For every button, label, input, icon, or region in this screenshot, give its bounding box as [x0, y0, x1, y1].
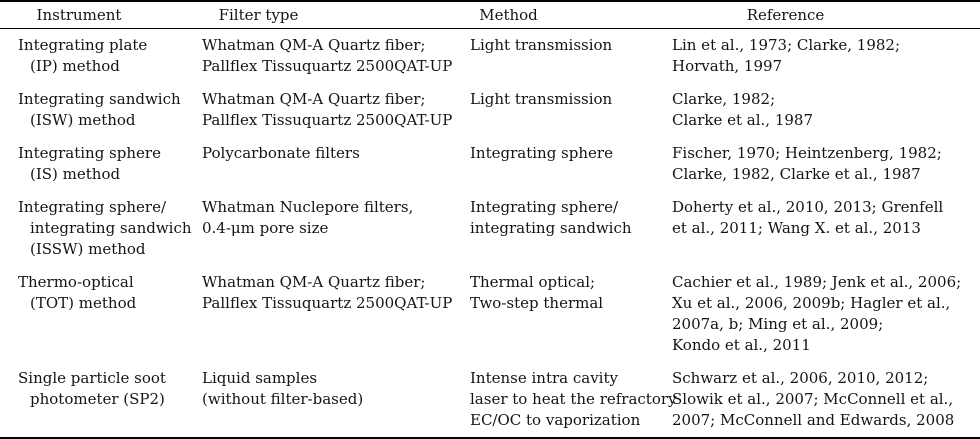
- table-header: Instrument Filter type Method Reference: [0, 1, 980, 29]
- column-header-instrument: Instrument: [0, 1, 202, 29]
- cell-instrument: Integrating plate (IP) method: [0, 29, 202, 84]
- cell-line: 2007a, b; Ming et al., 2009;: [672, 315, 884, 333]
- table-row: Integrating sandwich (ISW) method Whatman …: [0, 83, 980, 137]
- column-header-reference: Reference: [672, 1, 980, 29]
- cell-method: Integrating sphere: [470, 137, 672, 191]
- cell-instrument: Single particle soot photometer (SP2): [0, 362, 202, 438]
- cell-line: Light transmission: [470, 36, 613, 54]
- cell-line: Pallflex Tissuquartz 2500QAT-UP: [202, 294, 453, 312]
- cell-method: Integrating sphere/integrating sandwich: [470, 191, 672, 266]
- cell-instrument: Thermo-optical (TOT) method: [0, 266, 202, 362]
- cell-line: Kondo et al., 2011: [672, 336, 811, 354]
- table-row: Thermo-optical (TOT) method Whatman QM-A Q…: [0, 266, 980, 362]
- cell-line: Whatman QM-A Quartz fiber;: [202, 36, 426, 54]
- cell-reference: Lin et al., 1973; Clarke, 1982; Horvath, …: [672, 29, 980, 84]
- cell-reference: Fischer, 1970; Heintzenberg, 1982; Clarke…: [672, 137, 980, 191]
- cell-line: Clarke, 1982, Clarke et al., 1987: [672, 165, 921, 183]
- cell-instrument: Integrating sandwich (ISW) method: [0, 83, 202, 137]
- cell-line: Slowik et al., 2007; McConnell et al.,: [672, 390, 954, 408]
- cell-line: Fischer, 1970; Heintzenberg, 1982;: [672, 144, 942, 162]
- table-row: Single particle soot photometer (SP2) Liqu…: [0, 362, 980, 438]
- cell-line: photometer (SP2): [30, 390, 165, 408]
- cell-line: Integrating sphere: [470, 144, 613, 162]
- cell-line: EC/OC to vaporization: [470, 411, 641, 429]
- cell-line: Intense intra cavity: [470, 369, 618, 387]
- cell-line: Integrating sphere/: [470, 198, 619, 216]
- cell-line: (without filter-based): [202, 390, 364, 408]
- cell-line: Doherty et al., 2010, 2013; Grenfell: [672, 198, 944, 216]
- cell-method: Intense intra cavity laser to heat the re…: [470, 362, 677, 438]
- cell-line: Integrating sphere/: [18, 198, 167, 216]
- cell-line: Clarke et al., 1987: [672, 111, 814, 129]
- cell-line: Clarke, 1982;: [672, 90, 776, 108]
- cell-line: Schwarz et al., 2006, 2010, 2012;: [672, 369, 929, 387]
- cell-line: Pallflex Tissuquartz 2500QAT-UP: [202, 111, 453, 129]
- cell-line: Whatman Nuclepore filters,: [202, 198, 414, 216]
- cell-line: laser to heat the refractory: [470, 390, 677, 408]
- cell-line: (IS) method: [30, 165, 121, 183]
- cell-line: Polycarbonate filters: [202, 144, 360, 162]
- cell-reference: Clarke, 1982; Clarke et al., 1987: [672, 83, 980, 137]
- cell-line: integrating sandwich: [470, 219, 632, 237]
- cell-line: et al., 2011; Wang X. et al., 2013: [672, 219, 921, 237]
- cell-line: Cachier et al., 1989; Jenk et al., 2006;: [672, 273, 962, 291]
- cell-line: (ISSW) method: [30, 240, 146, 258]
- cell-line: Horvath, 1997: [672, 57, 783, 75]
- cell-line: 0.4-μm pore size: [202, 219, 329, 237]
- cell-instrument: Integrating sphere/integrating sandwich (…: [0, 191, 202, 266]
- cell-reference: Schwarz et al., 2006, 2010, 2012; Slowik …: [672, 362, 980, 438]
- cell-line: Xu et al., 2006, 2009b; Hagler et al.,: [672, 294, 951, 312]
- cell-reference: Doherty et al., 2010, 2013; Grenfell et a…: [672, 191, 980, 266]
- cell-line: Whatman QM-A Quartz fiber;: [202, 273, 426, 291]
- cell-line: Integrating sandwich: [18, 90, 181, 108]
- cell-line: Light transmission: [470, 90, 613, 108]
- cell-line: 2007; McConnell and Edwards, 2008: [672, 411, 955, 429]
- cell-method: Thermal optical; Two-step thermal: [470, 266, 672, 362]
- header-row: Instrument Filter type Method Reference: [0, 1, 980, 29]
- cell-line: (TOT) method: [30, 294, 137, 312]
- cell-filter-type: Polycarbonate filters: [202, 137, 470, 191]
- cell-instrument: Integrating sphere (IS) method: [0, 137, 202, 191]
- column-header-method: Method: [470, 1, 672, 29]
- cell-line: Whatman QM-A Quartz fiber;: [202, 90, 426, 108]
- cell-line: (ISW) method: [30, 111, 136, 129]
- cell-line: Lin et al., 1973; Clarke, 1982;: [672, 36, 901, 54]
- cell-line: (IP) method: [30, 57, 120, 75]
- cell-filter-type: Whatman QM-A Quartz fiber; Pallflex Tissu…: [202, 83, 470, 137]
- cell-line: Integrating sphere: [18, 144, 161, 162]
- cell-line: Pallflex Tissuquartz 2500QAT-UP: [202, 57, 453, 75]
- cell-line: Single particle soot: [18, 369, 166, 387]
- cell-filter-type: Whatman Nuclepore filters, 0.4-μm pore si…: [202, 191, 470, 266]
- table-row: Integrating sphere (IS) method Polycarbona…: [0, 137, 980, 191]
- cell-method: Light transmission: [470, 29, 672, 84]
- cell-line: Thermal optical;: [470, 273, 596, 291]
- cell-filter-type: Liquid samples (without filter-based): [202, 362, 470, 438]
- table-row: Integrating plate (IP) method Whatman QM-A…: [0, 29, 980, 84]
- cell-filter-type: Whatman QM-A Quartz fiber; Pallflex Tissu…: [202, 29, 470, 84]
- cell-line: Integrating plate: [18, 36, 148, 54]
- cell-filter-type: Whatman QM-A Quartz fiber; Pallflex Tissu…: [202, 266, 470, 362]
- cell-line: Liquid samples: [202, 369, 318, 387]
- cell-line: integrating sandwich: [30, 219, 192, 237]
- cell-reference: Cachier et al., 1989; Jenk et al., 2006;…: [672, 266, 980, 362]
- cell-line: Two-step thermal: [470, 294, 604, 312]
- column-header-filter-type: Filter type: [202, 1, 470, 29]
- table-row: Integrating sphere/integrating sandwich (…: [0, 191, 980, 266]
- cell-line: Thermo-optical: [18, 273, 134, 291]
- cell-method: Light transmission: [470, 83, 672, 137]
